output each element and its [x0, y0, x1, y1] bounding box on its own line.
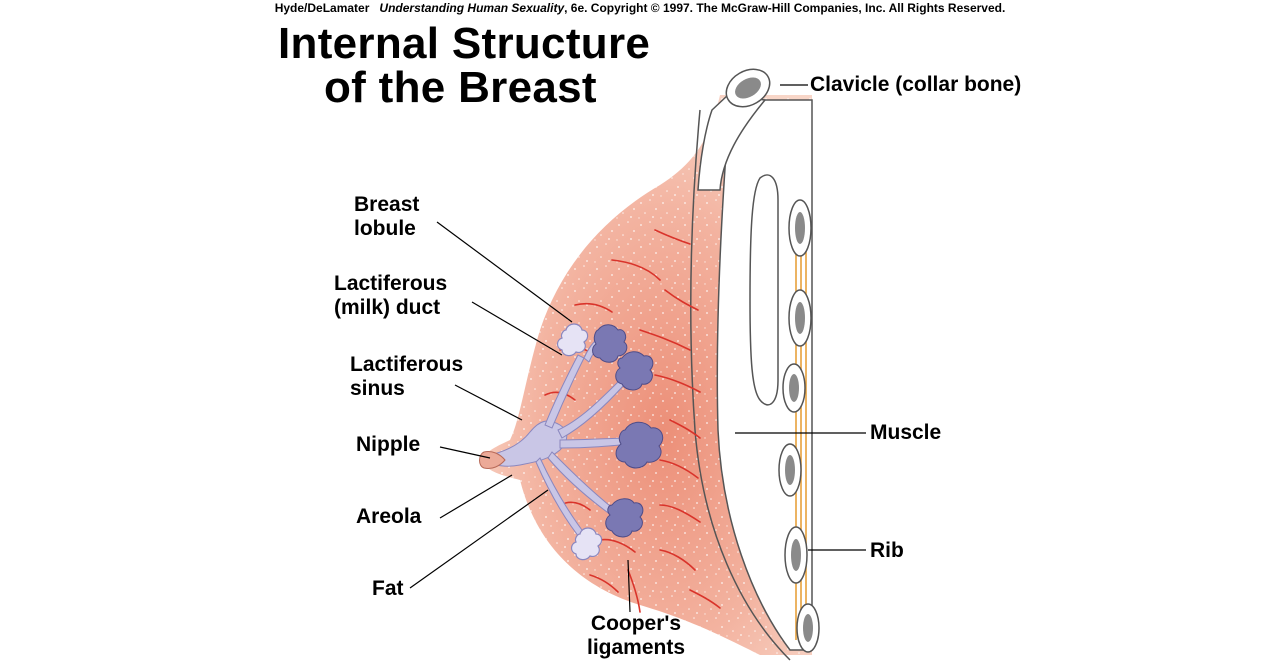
copyright-line: Hyde/DeLamater Understanding Human Sexua… — [0, 0, 1280, 16]
label-lactiferous-duct-line1: Lactiferous — [334, 272, 448, 295]
nipple-shape — [479, 451, 506, 469]
label-breast-lobule-line2: lobule — [354, 217, 416, 240]
label-fat: Fat — [372, 577, 404, 600]
chest-wall-line — [690, 109, 791, 661]
leader-lines — [409, 84, 866, 613]
label-areola: Areola — [356, 505, 422, 528]
lactiferous-ducts — [485, 334, 631, 543]
lung-outline — [749, 174, 779, 406]
breast-lobules — [592, 324, 664, 538]
label-lactiferous-duct-line2: (milk) duct — [334, 296, 441, 319]
label-rib: Rib — [870, 539, 904, 562]
page-title: Internal Structure of the Breast — [278, 22, 650, 110]
label-lactiferous-sinus: Lactiferous sinus — [350, 353, 463, 401]
label-breast-lobule-line1: Breast — [354, 193, 420, 216]
label-lactiferous-duct: Lactiferous (milk) duct — [334, 272, 447, 320]
copyright-author: Hyde/DeLamater — [274, 1, 370, 15]
label-nipple: Nipple — [356, 433, 421, 456]
ribs — [778, 199, 820, 653]
clavicle-bone — [697, 68, 771, 191]
light-lobules — [556, 323, 603, 561]
label-lactiferous-sinus-line1: Lactiferous — [350, 353, 464, 376]
label-breast-lobule: Breast lobule — [354, 193, 419, 241]
label-clavicle: Clavicle (collar bone) — [810, 73, 1022, 96]
copyright-book: Understanding Human Sexuality — [379, 1, 565, 15]
label-lactiferous-sinus-line2: sinus — [350, 377, 405, 400]
title-line-2: of the Breast — [324, 63, 597, 112]
copyright-rest: , 6e. Copyright © 1997. The McGraw-Hill … — [564, 1, 1006, 15]
label-muscle: Muscle — [870, 421, 942, 444]
title-line-1: Internal Structure — [278, 19, 651, 68]
label-coopers-ligaments: Cooper's ligaments — [572, 612, 700, 660]
label-coopers-line2: ligaments — [586, 636, 686, 659]
label-coopers-line1: Cooper's — [590, 612, 682, 635]
